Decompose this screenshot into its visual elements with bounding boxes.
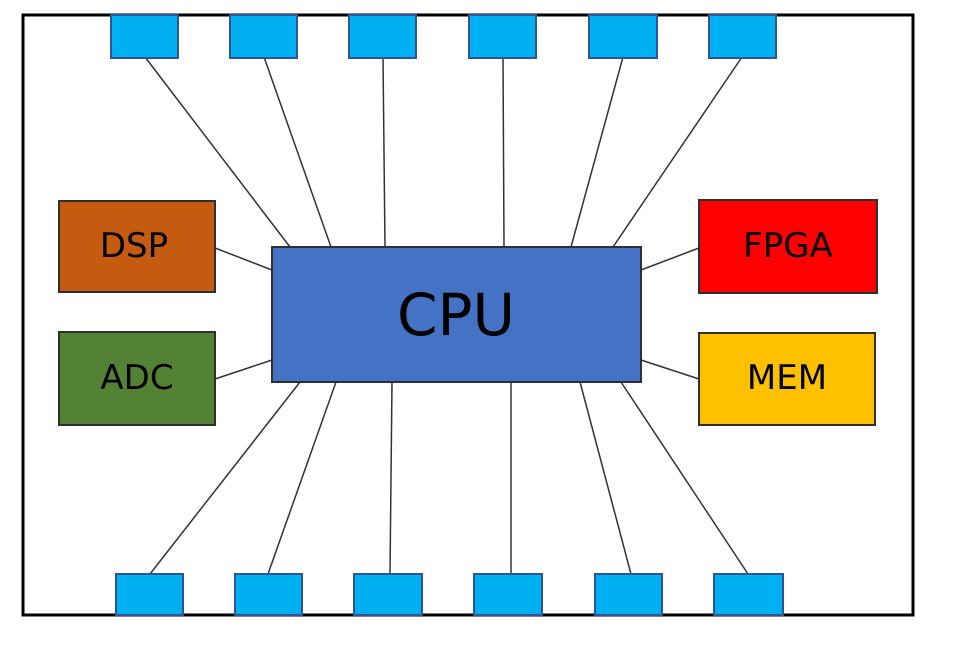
mem-label: MEM [747,358,827,398]
wire-dsp [214,247,273,271]
adc-block: ADC [58,331,216,426]
bottom-pins [115,573,784,616]
top-pin-6 [708,14,777,59]
dsp-block: DSP [58,200,216,293]
wire-adc [214,359,273,380]
bottom-pin-3 [353,573,423,616]
wire-top-5 [570,56,624,248]
top-pin-1 [110,14,179,59]
wire-bottom-3 [389,381,393,575]
cpu-block: CPU [271,246,642,383]
bottom-pin-5 [594,573,663,616]
wire-bottom-5 [579,381,632,575]
top-pin-4 [468,14,537,59]
wire-bottom-1 [149,381,301,575]
wire-top-3 [382,56,386,248]
top-pin-3 [348,14,417,59]
wires [144,56,749,575]
cpu-label: CPU [397,281,515,349]
bottom-pin-4 [473,573,543,616]
top-pin-2 [229,14,298,59]
bottom-pin-6 [713,573,784,616]
wire-mem [640,359,700,380]
top-pins [110,14,777,59]
dsp-label: DSP [100,226,168,266]
wire-bottom-6 [620,381,749,575]
adc-label: ADC [100,358,173,398]
mem-block: MEM [698,332,876,426]
top-pin-5 [588,14,658,59]
fpga-label: FPGA [743,226,833,266]
wire-top-4 [502,56,505,248]
bottom-pin-1 [115,573,184,616]
fpga-block: FPGA [698,199,878,294]
wire-bottom-2 [267,381,337,575]
wire-top-2 [263,56,332,248]
wire-top-1 [144,56,291,248]
wire-top-6 [612,56,743,248]
bottom-pin-2 [234,573,303,616]
wire-fpga [640,247,700,271]
